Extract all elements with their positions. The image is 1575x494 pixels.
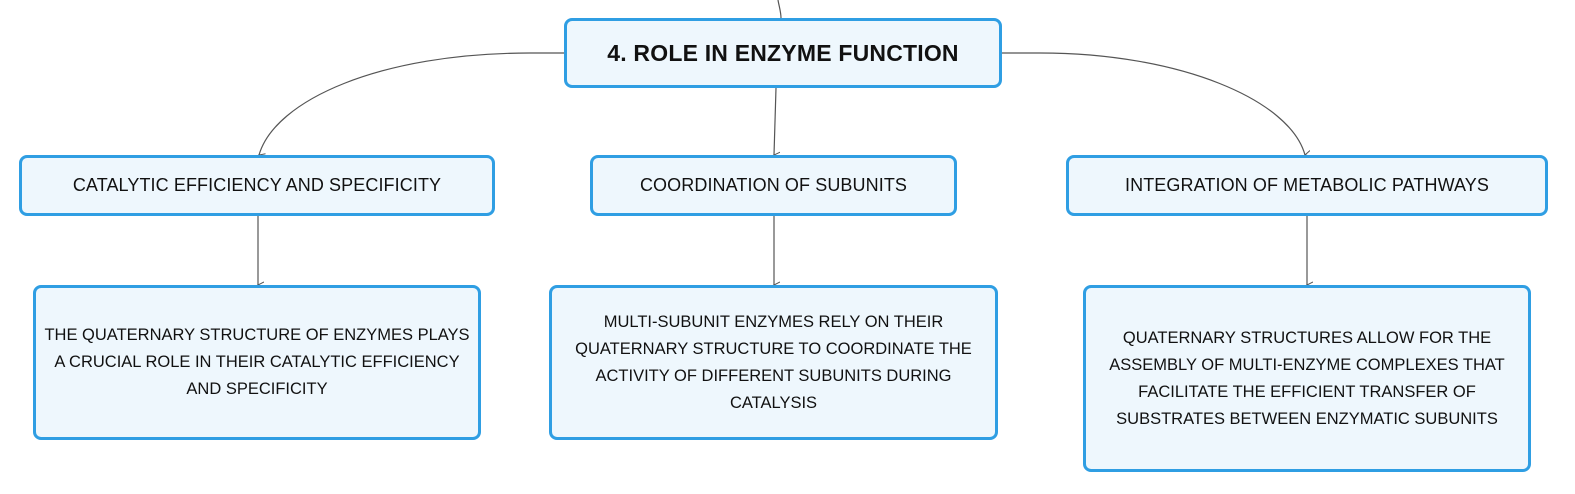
- branch-node-metabolic-pathways[interactable]: INTEGRATION OF METABOLIC PATHWAYS: [1066, 155, 1548, 216]
- detail-node-metabolic-pathways[interactable]: QUATERNARY STRUCTURES ALLOW FOR THE ASSE…: [1083, 285, 1531, 472]
- branch-node-catalytic-efficiency[interactable]: CATALYTIC EFFICIENCY AND SPECIFICITY: [19, 155, 495, 216]
- detail-node-coordination-of-subunits[interactable]: MULTI-SUBUNIT ENZYMES RELY ON THEIR QUAT…: [549, 285, 998, 440]
- detail-node-catalytic-efficiency[interactable]: THE QUATERNARY STRUCTURE OF ENZYMES PLAY…: [33, 285, 481, 440]
- branch-node-label: CATALYTIC EFFICIENCY AND SPECIFICITY: [72, 175, 442, 195]
- detail-node-text: QUATERNARY STRUCTURES ALLOW FOR THE ASSE…: [1109, 328, 1505, 428]
- root-node[interactable]: 4. ROLE IN ENZYME FUNCTION: [564, 18, 1002, 88]
- branch-node-label: COORDINATION OF SUBUNITS: [639, 175, 908, 195]
- branch-node-coordination-of-subunits[interactable]: COORDINATION OF SUBUNITS: [590, 155, 957, 216]
- detail-node-text: MULTI-SUBUNIT ENZYMES RELY ON THEIR QUAT…: [575, 312, 972, 412]
- connector-parent-to-root: [777, 0, 782, 19]
- branch-node-label: INTEGRATION OF METABOLIC PATHWAYS: [1125, 175, 1489, 195]
- root-node-label: 4. ROLE IN ENZYME FUNCTION: [607, 39, 959, 66]
- connector-root-to-branch-2: [774, 87, 776, 155]
- connector-root-to-branch-3: [1002, 52, 1305, 155]
- connector-root-to-branch-1: [259, 52, 564, 155]
- detail-node-text: THE QUATERNARY STRUCTURE OF ENZYMES PLAY…: [44, 326, 470, 398]
